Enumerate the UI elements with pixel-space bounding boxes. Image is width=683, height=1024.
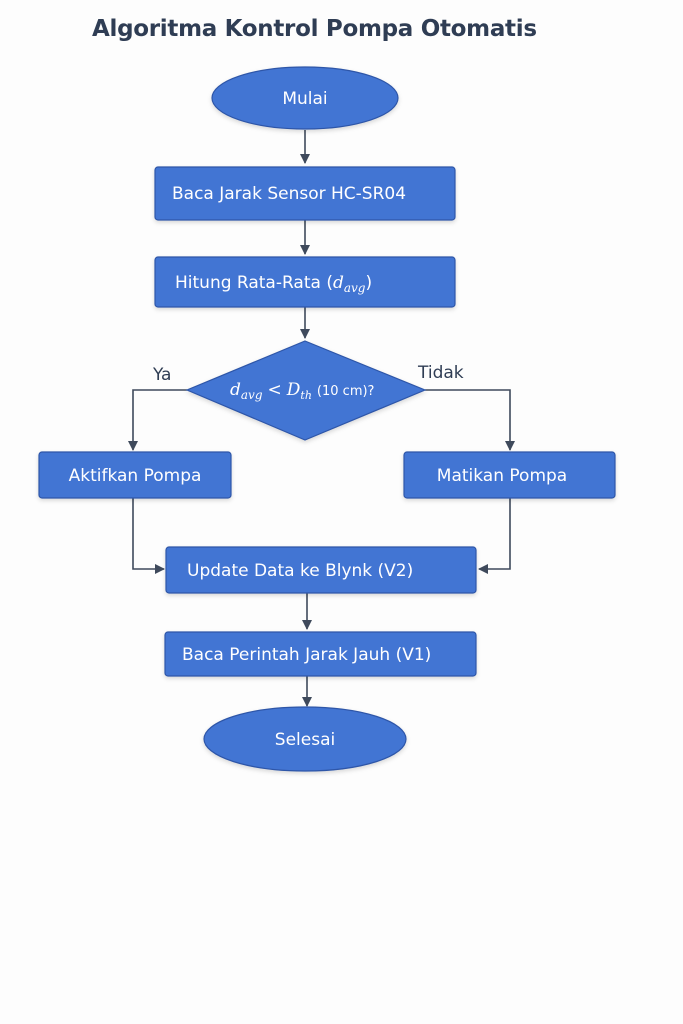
pump-off-label: Matikan Pompa [437,466,567,486]
node-pump-off: Matikan Pompa [403,451,616,499]
edge-pump-on-update [132,498,165,574]
compute-avg-sub: avg [344,281,366,295]
node-start: Mulai [211,66,399,130]
branch-yes-label: Ya [152,365,171,385]
decision-sub1: avg [241,388,263,402]
decision-suffix: (10 cm)? [317,384,375,399]
edge-decision-pump-on [128,389,187,451]
decision-op: < [268,380,282,400]
node-update-blynk: Update Data ke Blynk (V2) [165,546,477,594]
node-compute-avg: Hitung Rata-Rata (davg) [154,256,456,308]
start-label: Mulai [282,89,327,109]
node-read-remote: Baca Perintah Jarak Jauh (V1) [164,631,477,677]
edges [128,130,515,707]
node-decision: davg <Dth (10 cm)? [185,340,427,441]
node-end: Selesai [203,706,407,772]
update-blynk-label: Update Data ke Blynk (V2) [187,561,413,581]
pump-on-label: Aktifkan Pompa [69,466,202,486]
decision-var2: D [286,380,301,400]
diagram-title: Algoritma Kontrol Pompa Otomatis [92,16,537,42]
edge-pump-off-update [478,498,511,574]
compute-avg-prefix: Hitung Rata-Rata ( [175,273,333,293]
compute-avg-label: Hitung Rata-Rata (davg) [175,273,372,295]
end-label: Selesai [275,730,335,750]
decision-label: davg <Dth (10 cm)? [230,380,374,402]
compute-avg-suffix: ) [365,273,372,293]
branch-no-label: Tidak [417,363,464,383]
edge-decision-pump-off [425,389,515,451]
decision-var1: d [230,380,241,400]
node-read-sensor: Baca Jarak Sensor HC-SR04 [154,166,456,221]
read-sensor-label: Baca Jarak Sensor HC-SR04 [172,184,406,204]
decision-sub2: th [300,389,312,402]
read-remote-label: Baca Perintah Jarak Jauh (V1) [182,645,431,665]
node-pump-on: Aktifkan Pompa [38,451,232,499]
compute-avg-var: d [333,273,344,293]
